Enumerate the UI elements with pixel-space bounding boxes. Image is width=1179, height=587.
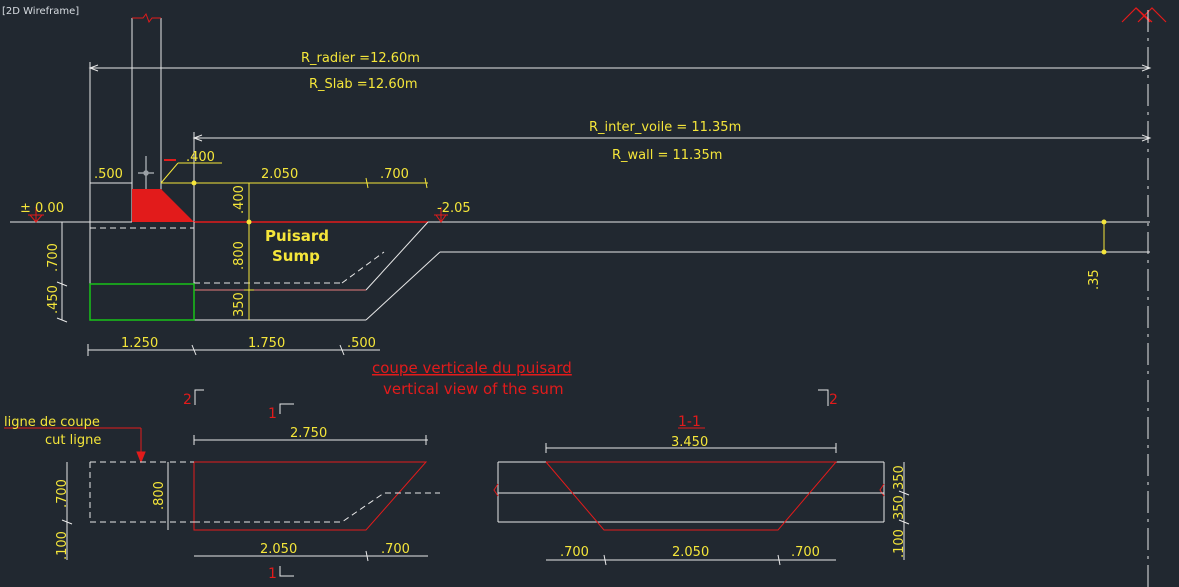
viewcube-icon[interactable] bbox=[1121, 7, 1167, 23]
pit-hidden-lines bbox=[90, 227, 385, 284]
puisard-label: Puisard bbox=[265, 227, 329, 245]
dim-2050-top: 2.050 bbox=[261, 167, 298, 182]
bottom-dimension-chain bbox=[87, 344, 380, 356]
dim-1250: 1.250 bbox=[121, 336, 158, 351]
s2-dim-350-bot: 350 bbox=[892, 495, 907, 520]
section-mark-1-bottom[interactable] bbox=[279, 566, 294, 577]
section-mark-1-bottom-label: 1 bbox=[268, 566, 277, 582]
wall-anchor-marker bbox=[138, 156, 154, 192]
s1-dim-2050: 2.050 bbox=[260, 542, 297, 557]
viewport-label[interactable]: [2D Wireframe] bbox=[2, 6, 80, 17]
section-mark-2-left-label: 2 bbox=[183, 392, 192, 408]
cut-ligne-label: cut ligne bbox=[45, 433, 101, 448]
wall-outline bbox=[131, 12, 162, 222]
dim-35-right: .35 bbox=[1087, 269, 1102, 290]
section-mark-2-left[interactable] bbox=[194, 389, 204, 405]
r-inter-voile-dimension bbox=[192, 132, 1152, 222]
s1-dim-700: .700 bbox=[381, 542, 410, 557]
level-m205-label: -2.05 bbox=[437, 201, 471, 216]
r-slab-label: R_Slab =12.60m bbox=[309, 77, 418, 92]
sump-label: Sump bbox=[272, 247, 320, 265]
s2-dim-100: .100 bbox=[892, 529, 907, 558]
r-wall-label: R_wall = 11.35m bbox=[612, 148, 722, 163]
s1-dim-700-left: .700 bbox=[55, 479, 70, 508]
level-zero-label: ± 0.00 bbox=[20, 201, 64, 216]
r-inter-voile-label: R_inter_voile = 11.35m bbox=[589, 120, 741, 135]
top-dimension-chain bbox=[90, 159, 428, 189]
dim-800-vert: .800 bbox=[232, 241, 247, 270]
dim-1750: 1.750 bbox=[248, 336, 285, 351]
s2-dim-3450: 3.450 bbox=[671, 435, 708, 450]
dim-350-vert: 350 bbox=[232, 292, 247, 317]
r-radier-dimension bbox=[88, 62, 1152, 222]
dim-700-top: .700 bbox=[380, 167, 409, 182]
dim-700-left: .700 bbox=[46, 243, 61, 272]
dim-400-top: .400 bbox=[186, 150, 215, 165]
s1-dim-100-left: .100 bbox=[55, 531, 70, 560]
cut-line-arrow bbox=[4, 427, 146, 464]
ground-level-lines bbox=[10, 221, 1150, 253]
s2-dim-700-b: .700 bbox=[791, 545, 820, 560]
green-footing-box bbox=[89, 283, 195, 321]
dim-450-left: .450 bbox=[46, 285, 61, 314]
coupe-en-label: vertical view of the sum bbox=[383, 380, 564, 398]
section-1-drawing bbox=[61, 435, 440, 562]
s2-dim-700-a: .700 bbox=[560, 545, 589, 560]
ligne-de-coupe-label: ligne de coupe bbox=[4, 415, 100, 430]
s1-dim-2750: 2.750 bbox=[290, 426, 327, 441]
s2-dim-2050: 2.050 bbox=[672, 545, 709, 560]
level-m205-marker bbox=[434, 207, 448, 223]
section-1-1-title: 1-1 bbox=[678, 414, 701, 430]
left-vertical-dimensions bbox=[56, 222, 68, 323]
section-mark-2-right[interactable] bbox=[818, 389, 829, 406]
dim-400-vert: .400 bbox=[232, 185, 247, 214]
coupe-fr-label: coupe verticale du puisard bbox=[372, 359, 572, 377]
pit-vertical-dimensions bbox=[244, 183, 254, 320]
dim-500-bottom: .500 bbox=[347, 336, 376, 351]
s1-dim-800: .800 bbox=[152, 481, 167, 510]
dim-500-top: .500 bbox=[94, 167, 123, 182]
section-2-drawing bbox=[493, 443, 910, 566]
section-mark-1-top[interactable] bbox=[279, 403, 294, 414]
s2-dim-350-top: 350 bbox=[892, 465, 907, 490]
section-mark-2-right-label: 2 bbox=[829, 392, 838, 408]
wall-footing-fill bbox=[132, 189, 194, 222]
r-radier-label: R_radier =12.60m bbox=[301, 51, 420, 66]
section-mark-1-top-label: 1 bbox=[268, 406, 277, 422]
right-35-dimension bbox=[1101, 219, 1107, 255]
level-zero-marker bbox=[28, 207, 44, 223]
